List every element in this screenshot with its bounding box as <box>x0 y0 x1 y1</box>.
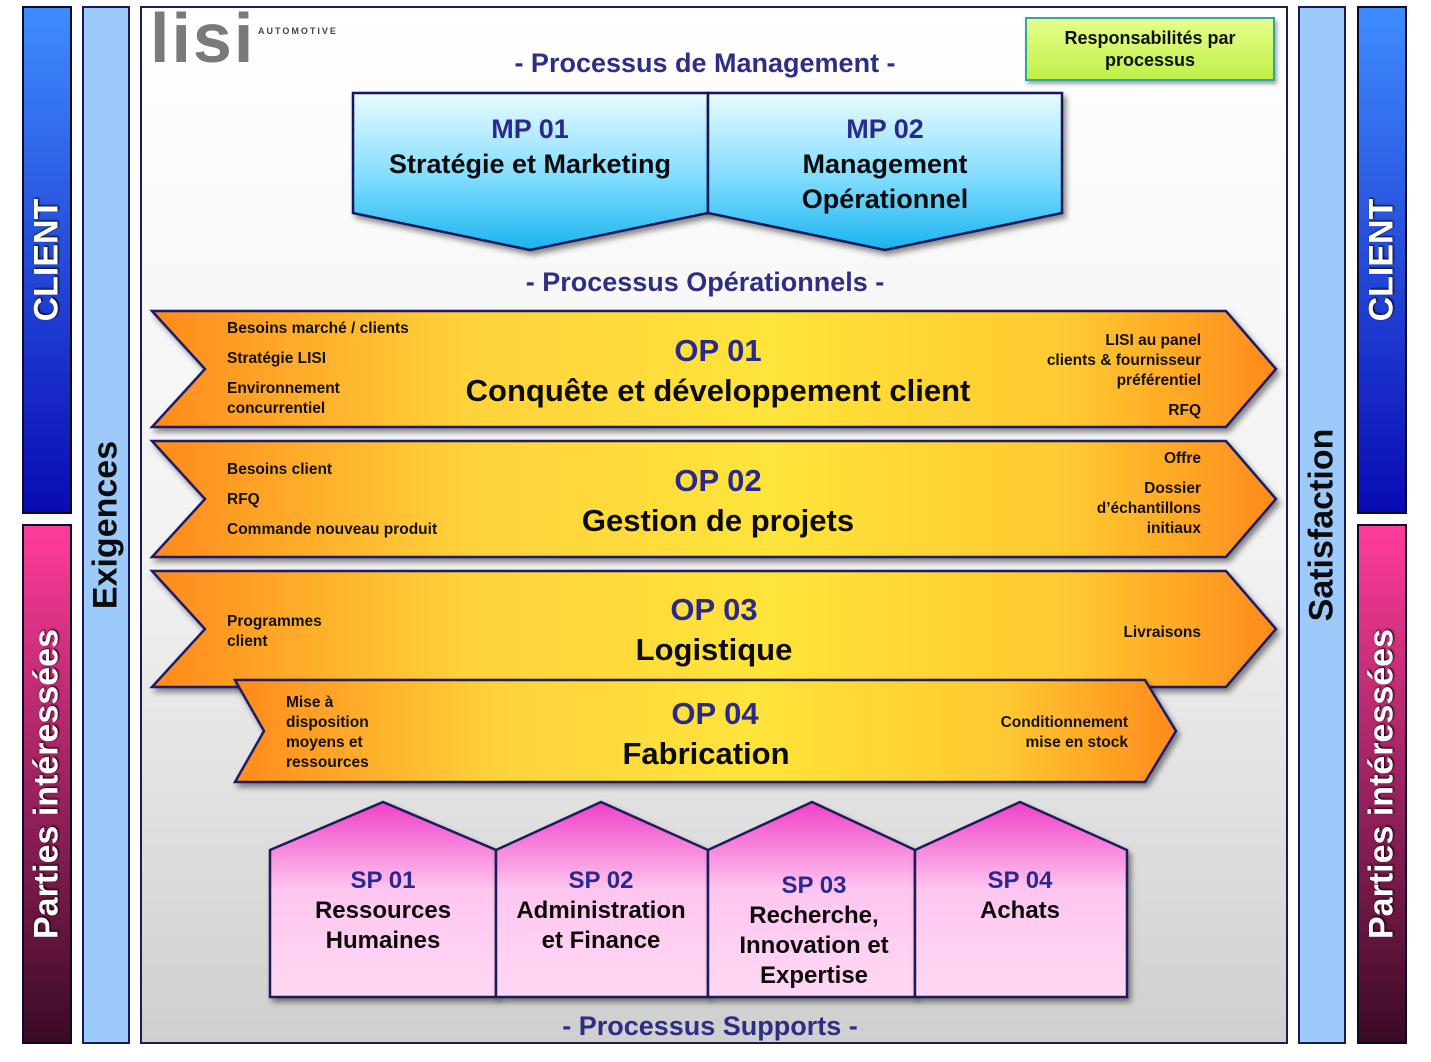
op01-output-1: LISI au panel <box>1105 332 1201 349</box>
sp02-line2: et Finance <box>541 927 661 954</box>
op01-shape <box>149 309 1278 429</box>
op01-text: OP 01 Conquête et développement client <box>466 331 971 411</box>
sp04-shape <box>913 800 1129 999</box>
sp01-text: SP 01 Ressources Humaines <box>315 866 451 956</box>
op01-input-1: Besoins marché / clients <box>227 320 409 337</box>
op03-code: OP 03 <box>670 592 758 627</box>
sp04-code: SP 04 <box>987 867 1053 894</box>
op01-output-4: RFQ <box>1168 402 1201 419</box>
mp02-code: MP 02 <box>846 114 924 144</box>
logo-brand: lisi <box>150 0 256 77</box>
op01-output-3: préférentiel <box>1116 372 1201 389</box>
op01-name: Conquête et développement client <box>465 373 971 408</box>
op03-text: OP 03 Logistique <box>636 590 793 670</box>
exigences-bar: Exigences <box>82 6 130 1044</box>
op02-code: OP 02 <box>674 463 762 498</box>
op02-input-1: Besoins client <box>227 461 333 478</box>
op04-input-4: ressources <box>286 754 369 771</box>
op02-output-3: d’échantillons <box>1096 500 1201 517</box>
management-section-title: - Processus de Management - <box>514 48 896 78</box>
sp04-line1: Achats <box>979 897 1061 924</box>
op02-shape <box>149 439 1278 559</box>
sp01-line2: Humaines <box>325 927 441 954</box>
op02-input-2: RFQ <box>227 491 260 508</box>
op03-shape <box>149 569 1278 689</box>
mp02-name-line2: Opérationnel <box>801 184 969 214</box>
logo-subbrand: AUTOMOTIVE <box>258 26 338 36</box>
sp03-line1: Recherche, <box>749 902 879 929</box>
op01-input-2: Stratégie LISI <box>227 350 327 367</box>
op02-output-1: Offre <box>1163 450 1201 467</box>
op01-input-4: concurrentiel <box>227 400 326 417</box>
op04-shape <box>232 678 1178 784</box>
parties-bar-left: Parties intéressées <box>22 524 72 1044</box>
op01-code: OP 01 <box>674 333 762 368</box>
op01-input-3: Environnement <box>227 380 340 397</box>
op02-output-2: Dossier <box>1144 480 1201 497</box>
sp02-text: SP 02 Administration et Finance <box>516 866 685 956</box>
op04-output-2: mise en stock <box>1025 734 1128 751</box>
op02-name: Gestion de projets <box>581 503 855 538</box>
mp02-name-line1: Management <box>802 149 968 179</box>
mp01-name: Stratégie et Marketing <box>388 149 672 179</box>
op02-output-4: initiaux <box>1146 520 1201 537</box>
lisi-logo: lisi AUTOMOTIVE <box>150 0 350 84</box>
sp03-text: SP 03 Recherche, Innovation et Expertise <box>739 871 888 991</box>
sp01-code: SP 01 <box>350 867 416 894</box>
mp02-shape <box>706 91 1064 252</box>
op01-output-2: clients & fournisseur <box>1046 352 1201 369</box>
supports-section-title: - Processus Supports - <box>562 1011 858 1041</box>
op03-name: Logistique <box>635 632 793 667</box>
responsibilities-legend: Responsabilités par processus <box>1025 17 1275 81</box>
sp02-line1: Administration <box>516 897 686 924</box>
op03-output-1: Livraisons <box>1123 624 1201 641</box>
op04-code: OP 04 <box>671 696 759 731</box>
op04-input-3: moyens et <box>286 734 363 751</box>
op04-name: Fabrication <box>622 736 790 771</box>
mp02-text: MP 02 Management Opérationnel <box>802 112 969 217</box>
op04-output-1: Conditionnement <box>1000 714 1128 731</box>
op03-input-2: client <box>227 633 268 650</box>
sp03-line3: Expertise <box>759 962 869 989</box>
op04-text: OP 04 Fabrication <box>622 694 789 774</box>
mp01-shape <box>351 91 710 252</box>
op04-input-1: Mise à <box>286 694 334 711</box>
sp02-code: SP 02 <box>568 867 634 894</box>
satisfaction-bar: Satisfaction <box>1298 6 1346 1044</box>
op02-text: OP 02 Gestion de projets <box>582 461 854 541</box>
op04-input-2: disposition <box>286 714 369 731</box>
parties-bar-right: Parties intéressées <box>1357 524 1407 1044</box>
sp04-text: SP 04 Achats <box>980 866 1060 926</box>
op03-input-1: Programmes <box>227 613 322 630</box>
mp01-code: MP 01 <box>491 114 569 144</box>
client-bar-right: CLIENT <box>1357 6 1407 514</box>
sp01-line1: Ressources <box>314 897 452 924</box>
sp03-line2: Innovation et <box>739 932 889 959</box>
client-bar-left: CLIENT <box>22 6 72 514</box>
sp03-code: SP 03 <box>781 872 847 899</box>
op02-input-3: Commande nouveau produit <box>227 521 438 538</box>
mp01-text: MP 01 Stratégie et Marketing <box>389 112 671 182</box>
operational-section-title: - Processus Opérationnels - <box>525 267 885 297</box>
